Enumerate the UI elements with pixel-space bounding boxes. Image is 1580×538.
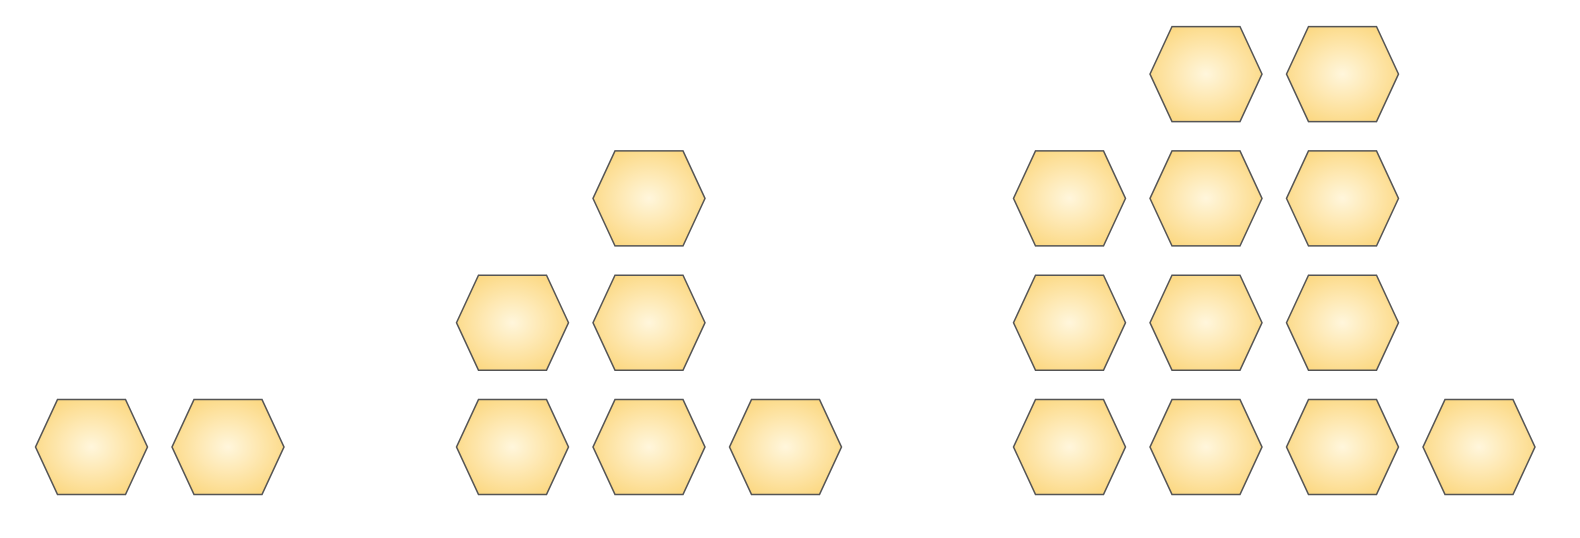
hexagon-tile <box>1149 150 1263 247</box>
hexagon-tile <box>592 274 706 371</box>
hexagon-tile <box>728 398 843 496</box>
hexagon-tile <box>1285 274 1400 371</box>
hexagon-tile <box>34 398 149 496</box>
figure-1 <box>34 398 285 496</box>
hexagon-tile <box>1285 25 1400 123</box>
hexagon-tile <box>592 398 706 496</box>
hexagon-tile <box>1012 150 1127 247</box>
hexagon-tile <box>1285 150 1400 247</box>
hexagon-tile <box>1149 25 1263 123</box>
hexagon-tile <box>1149 398 1263 496</box>
hexagon-tile <box>455 274 570 371</box>
hexagon-tile <box>1149 274 1263 371</box>
hexagon-tile <box>592 150 706 247</box>
hexagon-tile <box>1012 398 1127 496</box>
figure-2 <box>455 150 843 496</box>
hexagon-tile <box>171 398 285 496</box>
hexagon-tile <box>1285 398 1400 496</box>
hexagon-tile <box>1422 398 1536 496</box>
hexagon-tile <box>1012 274 1127 371</box>
hexagon-tile <box>455 398 570 496</box>
figure-3 <box>1012 25 1536 496</box>
